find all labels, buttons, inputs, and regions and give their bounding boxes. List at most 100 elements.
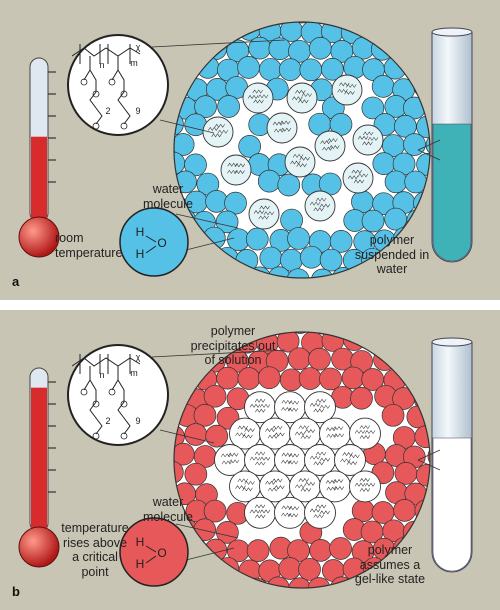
polymer-chain — [315, 504, 327, 509]
polymer-chain — [359, 487, 371, 492]
connector-line — [151, 39, 286, 48]
polymer-chain — [315, 451, 327, 456]
water-molecule-inset: HOH — [119, 517, 189, 587]
polymer-chain — [235, 432, 246, 437]
water-molecule — [298, 557, 321, 581]
water-molecule — [215, 210, 239, 234]
water-molecule — [371, 22, 394, 25]
polymer-chain — [249, 456, 261, 461]
water-molecule — [372, 152, 396, 175]
polymer-chain — [298, 99, 309, 104]
water-molecule — [307, 577, 331, 588]
polymer-chain — [255, 514, 266, 519]
polymer-chain — [322, 146, 333, 151]
water-molecule — [330, 22, 354, 24]
water-molecule — [319, 248, 343, 272]
polymer-particle — [349, 470, 381, 503]
water-molecule — [361, 209, 385, 233]
water-molecule — [257, 366, 281, 390]
polymer-chain — [332, 426, 344, 431]
temperature-label: room temperature — [55, 231, 123, 260]
polymer-particle — [220, 154, 252, 186]
polymer-chain — [288, 400, 300, 405]
subscript-9: 9 — [135, 106, 140, 116]
water-molecule — [174, 332, 177, 352]
polymer-chain — [364, 482, 376, 487]
polymer-particle — [304, 496, 336, 529]
water-molecule — [174, 112, 184, 136]
water-molecule — [371, 75, 395, 98]
tube-rim — [431, 27, 473, 37]
polymer-chain — [325, 479, 337, 485]
water-molecule — [194, 95, 217, 118]
water-molecule — [299, 58, 323, 82]
structure-circle — [67, 34, 169, 136]
oxygen-atom — [80, 388, 88, 396]
polymer-chain — [362, 131, 374, 136]
polymer-chain — [327, 138, 338, 143]
view-outline — [173, 331, 431, 589]
polymer-chain — [287, 513, 299, 518]
water-molecule — [246, 539, 270, 563]
polymer-chain — [272, 121, 284, 126]
subscript-2: 2 — [105, 416, 110, 426]
polymer-chain — [235, 485, 246, 490]
water-molecule — [237, 55, 260, 79]
water-molecule — [174, 22, 186, 25]
polymer-chain — [315, 398, 327, 403]
polymer-chain — [274, 432, 285, 437]
water-molecule — [373, 348, 396, 371]
polymer-chain — [257, 94, 269, 99]
polymer-particle — [289, 417, 321, 450]
water-molecule — [300, 245, 323, 269]
water-molecule — [287, 347, 311, 371]
water-molecule — [350, 22, 374, 25]
side-chain — [111, 366, 131, 435]
water-molecule — [286, 268, 310, 278]
polymer-chain — [309, 455, 321, 460]
water-molecule — [224, 191, 247, 215]
subscript-x: χ — [136, 352, 141, 362]
polymer-particle — [248, 198, 280, 230]
polymer-chain — [319, 457, 331, 462]
polymer-chain — [296, 163, 307, 168]
water-molecule — [415, 332, 430, 335]
water-molecule — [308, 22, 332, 24]
polymer-chain — [259, 509, 271, 514]
thermometer — [18, 57, 60, 258]
polymer-particle — [286, 82, 318, 114]
water-molecule — [245, 577, 269, 588]
polymer-chain — [319, 203, 331, 208]
water-molecule — [403, 57, 427, 80]
water-molecule — [393, 332, 417, 335]
oxygen-atom — [108, 78, 116, 86]
oxygen-atom — [120, 432, 128, 440]
polymer-particle — [304, 444, 336, 476]
oxygen-atom — [120, 122, 128, 130]
hydrogen-atom: H — [136, 557, 145, 571]
tube-rim — [431, 337, 473, 347]
water-molecule — [259, 58, 282, 81]
polymer-chain — [228, 459, 240, 464]
water-molecule — [382, 332, 405, 354]
water-molecule — [245, 227, 269, 251]
polymer-chain — [292, 153, 304, 158]
polymer-chain — [271, 478, 283, 483]
subscript-9: 9 — [135, 416, 140, 426]
connector-line — [185, 547, 235, 561]
water-molecule — [216, 557, 240, 580]
water-molecule — [238, 135, 262, 158]
water-molecule — [194, 246, 218, 269]
polymer-chain — [221, 460, 233, 465]
water-molecule — [196, 558, 220, 582]
water-molecule — [203, 499, 227, 523]
connector-line — [159, 429, 215, 444]
polymer-chain — [220, 453, 232, 458]
polymer-chain — [288, 506, 300, 511]
water-molecule — [373, 332, 396, 336]
polymer-chain — [227, 452, 239, 457]
